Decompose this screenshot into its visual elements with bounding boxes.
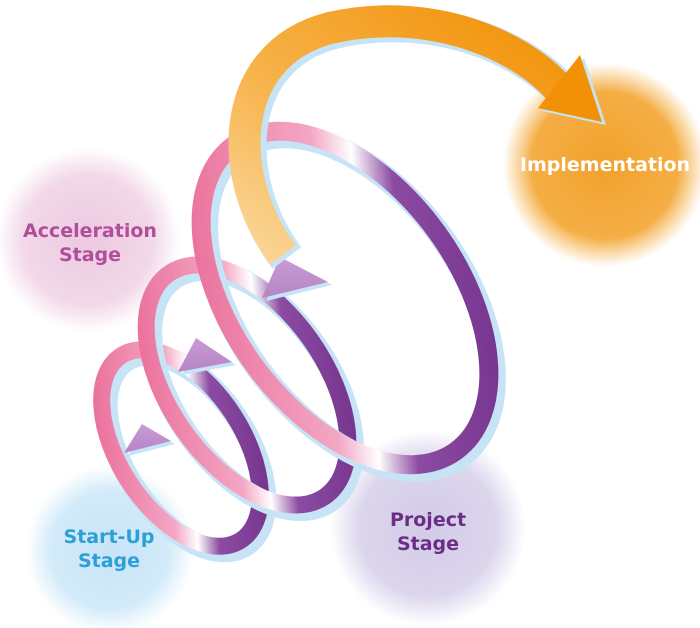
startup-stage-label: Start-Up Stage — [44, 525, 174, 573]
acceleration-stage-line2: Stage — [58, 244, 122, 266]
project-bubble — [330, 430, 526, 626]
orange-arrow — [228, 5, 606, 269]
project-stage-line1: Project — [389, 509, 467, 531]
acceleration-stage-line1: Acceleration — [23, 220, 157, 242]
acceleration-stage-label: Acceleration Stage — [20, 219, 160, 267]
startup-stage-line2: Stage — [77, 550, 141, 572]
implementation-bubble — [503, 63, 700, 267]
startup-stage-line1: Start-Up — [63, 526, 155, 548]
project-stage-label: Project Stage — [358, 508, 498, 556]
project-stage-line2: Stage — [396, 533, 460, 555]
implementation-label: Implementation — [510, 153, 700, 177]
arrowhead-large — [262, 257, 332, 301]
spiral-loop-medium — [137, 256, 364, 522]
implementation-line1: Implementation — [519, 154, 691, 176]
acceleration-bubble — [0, 148, 180, 332]
arrowhead-small — [124, 424, 175, 456]
arrowhead-medium — [178, 338, 236, 375]
spiral-loop-small — [93, 341, 277, 563]
